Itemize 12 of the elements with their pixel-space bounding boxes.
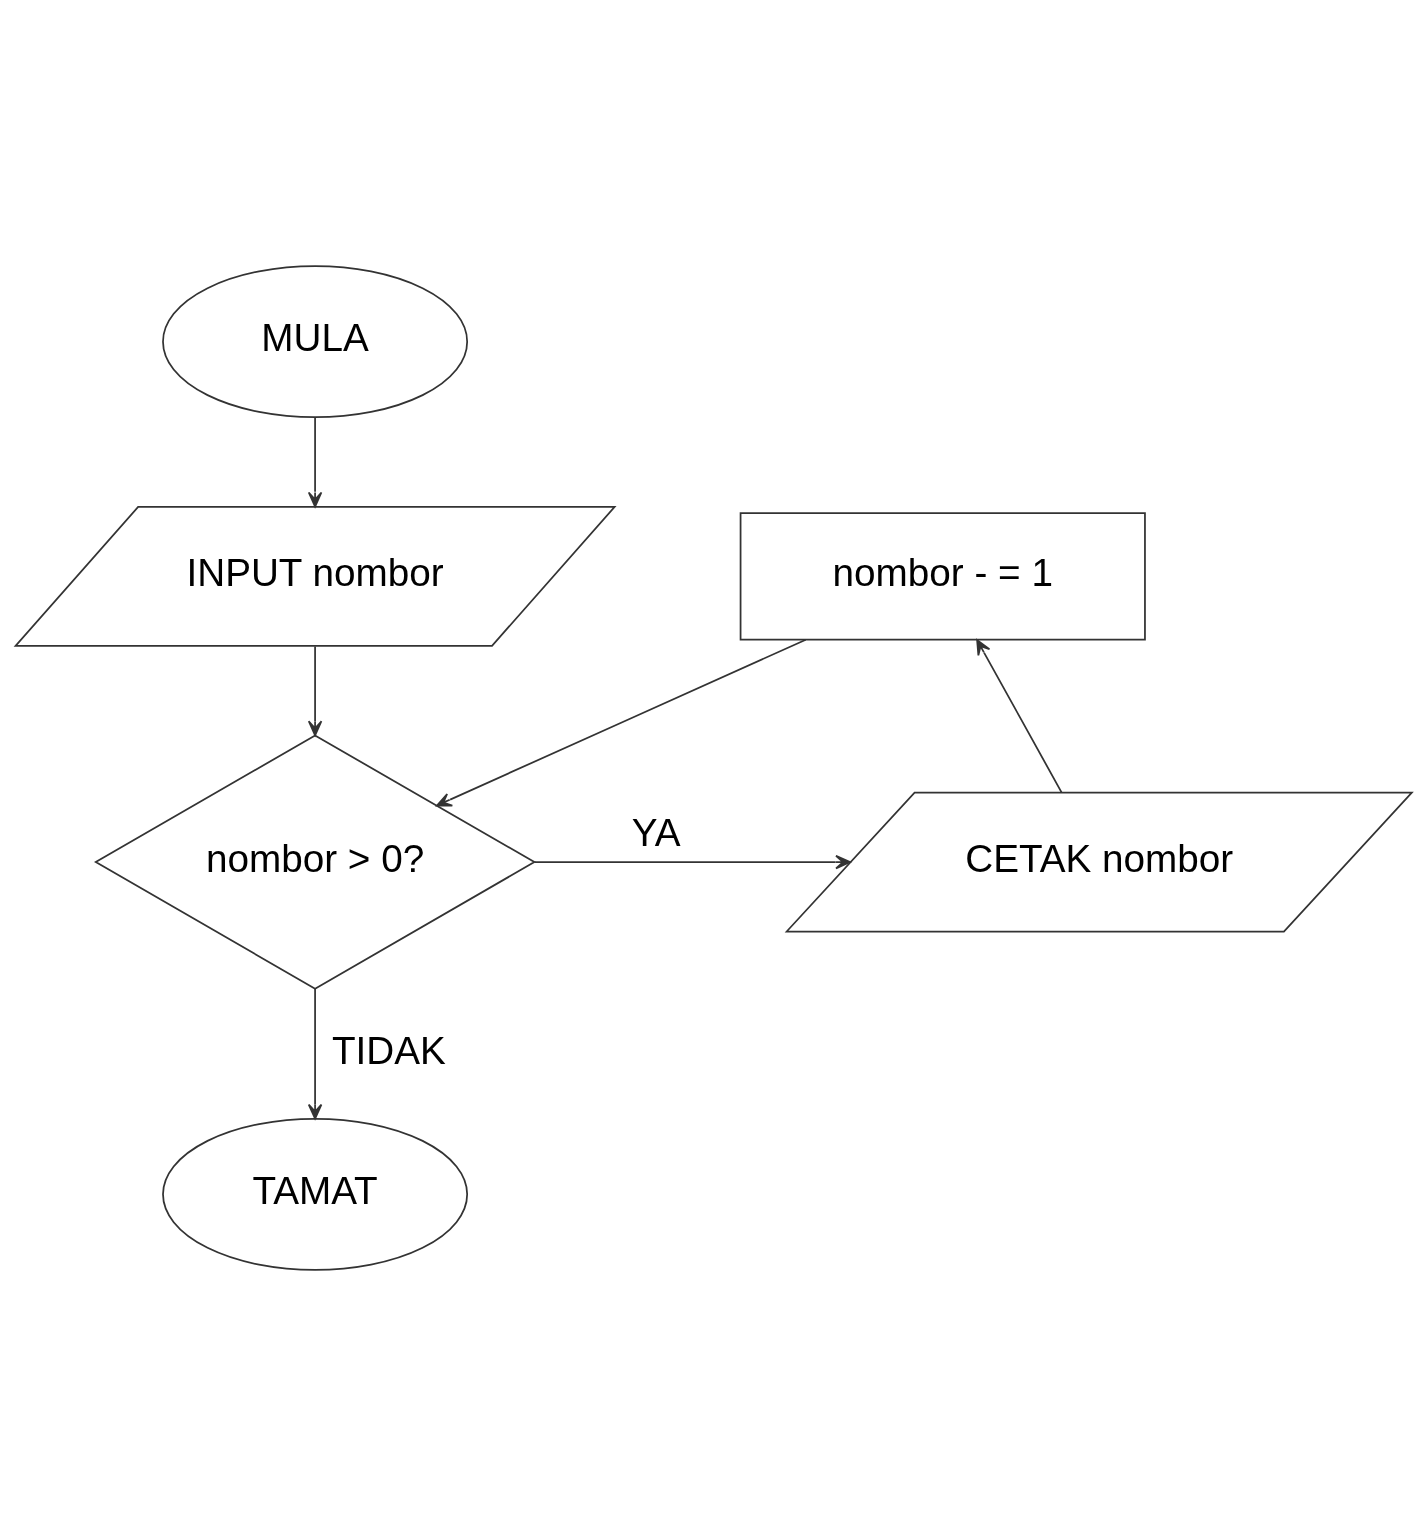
arrow <box>307 645 323 737</box>
node-ellipse: MULA <box>162 265 469 419</box>
node-diamond: nombor > 0? <box>94 734 537 990</box>
arrow <box>307 988 323 1120</box>
arrow <box>436 638 807 807</box>
node-ellipse: TAMAT <box>162 1117 469 1271</box>
arrow <box>307 416 323 508</box>
arrow <box>976 639 1063 794</box>
node-box: nombor - = 1 <box>739 512 1146 641</box>
arrow <box>533 854 851 870</box>
edge-label: YA <box>631 810 679 854</box>
edge-label: TIDAK <box>331 1028 446 1072</box>
